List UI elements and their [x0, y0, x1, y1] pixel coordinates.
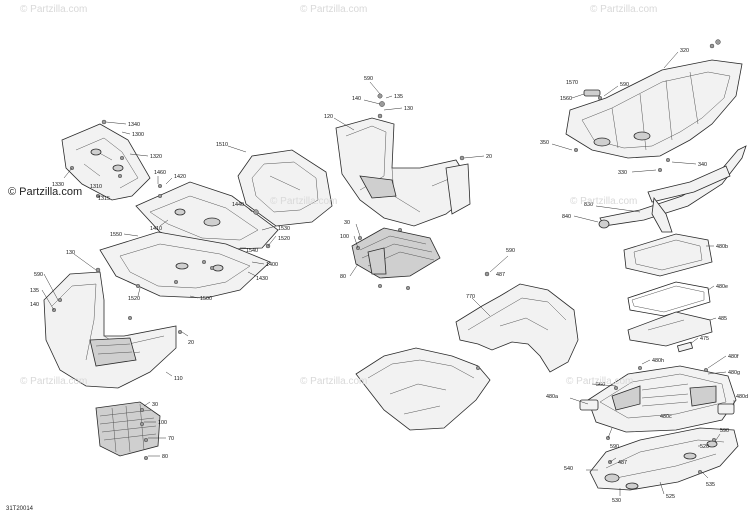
callout-1430: 1430: [256, 276, 268, 282]
rear-bumper-520: [589, 427, 739, 491]
callout-80-center: 80: [340, 274, 346, 280]
watermark-main: © Partzilla.com: [8, 186, 83, 198]
callout-320: 320: [680, 48, 689, 54]
right-footrest-grate: [351, 227, 441, 279]
front-fender: [355, 283, 579, 431]
callout-590-left: 590: [34, 272, 43, 278]
callout-1530: 1530: [278, 226, 290, 232]
callout-135-center: 135: [394, 94, 403, 100]
storage-mat-485: [627, 311, 713, 347]
callout-1540: 1540: [246, 248, 258, 254]
callout-330: 330: [618, 170, 627, 176]
callout-480e: 480e: [716, 284, 728, 290]
callout-30-center: 30: [344, 220, 350, 226]
callout-1550: 1550: [110, 232, 122, 238]
callout-1400: 1400: [266, 262, 278, 268]
callout-590-center: 590: [364, 76, 373, 82]
callout-100-left: 100: [158, 420, 167, 426]
callout-135-left: 135: [30, 288, 39, 294]
callout-540: 540: [564, 466, 573, 472]
callout-1300: 1300: [132, 132, 144, 138]
watermark-faint: © Partzilla.com: [20, 376, 88, 387]
callout-480d: 480d: [736, 394, 748, 400]
callout-1330: 1330: [52, 182, 64, 188]
callout-485: 485: [718, 316, 727, 322]
callout-1520-upper: 1520: [278, 236, 290, 242]
callout-487-box: 487: [618, 460, 627, 466]
callout-1420: 1420: [174, 174, 186, 180]
callout-560: 560: [596, 382, 605, 388]
callout-590-box: 590: [610, 444, 619, 450]
rear-rack: [565, 59, 743, 159]
callout-1560: 1560: [560, 96, 572, 102]
callout-100-center: 100: [340, 234, 349, 240]
callout-20-center: 20: [486, 154, 492, 160]
rack-rails: [598, 145, 747, 233]
callout-1410: 1410: [150, 226, 162, 232]
left-footrest-grate: [95, 401, 161, 457]
callout-130-left: 130: [66, 250, 75, 256]
watermark-faint: © Partzilla.com: [300, 376, 368, 387]
callout-535: 535: [706, 482, 715, 488]
callout-1500: 1500: [200, 296, 212, 302]
storage-seal-480e: [627, 281, 711, 317]
storage-box-480a: [587, 365, 737, 433]
watermark-faint: © Partzilla.com: [270, 196, 338, 207]
storage-lid-480b: [623, 233, 713, 277]
callout-1310: 1310: [90, 184, 102, 190]
footrest-plate-left: [99, 231, 271, 299]
callout-520: 520: [700, 444, 709, 450]
leader-lines: [41, 51, 735, 496]
callout-480g: 480g: [728, 370, 740, 376]
callout-130-center: 130: [404, 106, 413, 112]
callout-20-left: 20: [188, 340, 194, 346]
callout-590-bumper: 590: [720, 428, 729, 434]
callout-1510: 1510: [216, 142, 228, 148]
callout-120: 120: [324, 114, 333, 120]
diagram-code: 31T20014: [6, 506, 34, 512]
watermark-faint: © Partzilla.com: [20, 4, 88, 15]
callout-1570: 1570: [566, 80, 578, 86]
callout-840: 840: [562, 214, 571, 220]
callout-340: 340: [698, 162, 707, 168]
callout-830: 830: [584, 202, 593, 208]
callout-140-center: 140: [352, 96, 361, 102]
callout-70: 70: [168, 436, 174, 442]
skid-plate-front: [61, 123, 151, 201]
callout-770: 770: [466, 294, 475, 300]
callout-1315: 1315: [98, 196, 110, 202]
callout-590-fender: 590: [506, 248, 515, 254]
callout-530: 530: [612, 498, 621, 504]
callout-1320: 1320: [150, 154, 162, 160]
callout-480b: 480b: [716, 244, 728, 250]
callout-labels: 1340 1300 1320 1330 1310 1315 1460 1420 …: [30, 48, 748, 504]
watermark-faint: © Partzilla.com: [590, 4, 658, 15]
right-footwell: [335, 117, 471, 227]
callout-480f: 480f: [728, 354, 739, 360]
callout-1520-lower: 1520: [128, 296, 140, 302]
callout-480a: 480a: [546, 394, 558, 400]
left-footwell: [43, 271, 177, 389]
callout-1340: 1340: [128, 122, 140, 128]
callout-80-left: 80: [162, 454, 168, 460]
callout-30-left: 30: [152, 402, 158, 408]
footrest-plate-right: [135, 181, 279, 251]
callout-480c: 480c: [660, 414, 672, 420]
watermark-faint: © Partzilla.com: [570, 196, 638, 207]
callout-110: 110: [174, 376, 183, 382]
callout-480h: 480h: [652, 358, 664, 364]
callout-487-fender: 487: [496, 272, 505, 278]
watermark-faint: © Partzilla.com: [300, 4, 368, 15]
callout-475: 475: [700, 336, 709, 342]
callout-1460: 1460: [154, 170, 166, 176]
callout-525: 525: [666, 494, 675, 500]
callout-590-rack: 590: [620, 82, 629, 88]
callout-140-left: 140: [30, 302, 39, 308]
watermark-faint: © Partzilla.com: [566, 376, 634, 387]
callout-350: 350: [540, 140, 549, 146]
callout-1440: 1440: [232, 202, 244, 208]
